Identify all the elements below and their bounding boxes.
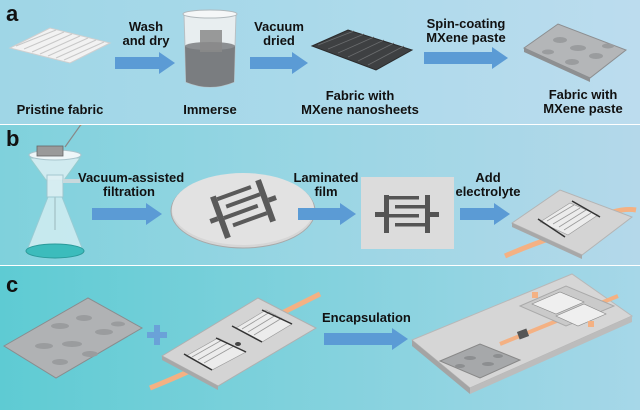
panel-c-illustrations <box>3 273 634 394</box>
caption-line: Fabric with <box>548 87 618 102</box>
arrow-label-line: and dry <box>122 33 170 48</box>
mxene-paste-fabric-icon <box>3 297 144 379</box>
panel-label-b: b <box>6 126 20 151</box>
arrow-label-line: dried <box>263 33 295 48</box>
caption-immerse: Immerse <box>183 102 237 117</box>
arrow-vacuum-filtration <box>92 203 162 225</box>
arrow-label-line: Vacuum-assisted <box>78 170 185 185</box>
arrow-add-electrolyte <box>460 203 510 225</box>
dual-supercapacitor-device-icon <box>149 291 322 391</box>
arrow-label-add-electrolyte: Add electrolyte <box>454 171 522 199</box>
caption-line: MXene nanosheets <box>301 102 419 117</box>
arrow-label-line: electrolyte <box>455 184 521 199</box>
arrow-label-line: MXene paste <box>426 30 506 45</box>
laminated-film-icon <box>361 177 454 249</box>
arrow-label-wash-and-dry: Wash and dry <box>118 20 174 48</box>
plus-icon <box>147 325 167 345</box>
encapsulated-integrated-device-icon <box>411 273 634 394</box>
pristine-fabric-icon <box>8 27 112 64</box>
panel-b: b <box>0 125 640 265</box>
arrow-label-line: Laminated <box>293 170 359 185</box>
arrow-laminated-film <box>298 203 356 225</box>
supercapacitor-device-icon <box>503 189 637 259</box>
arrow-label-vacuum-dried: Vacuum dried <box>250 20 308 48</box>
beaker-icon <box>182 9 238 88</box>
filter-membrane-icon <box>170 173 316 249</box>
arrow-label-line: Vacuum <box>254 19 304 34</box>
panel-a: a <box>0 0 640 124</box>
arrow-label-vacuum-assisted-filtration: Vacuum-assisted filtration <box>78 170 185 199</box>
filtration-flask-icon <box>25 125 85 259</box>
arrow-label-line: Add <box>475 170 501 185</box>
caption-fabric-with-mxene-paste: Fabric with MXene paste <box>538 88 628 116</box>
arrow-label-line: Wash <box>128 19 164 34</box>
mxene-paste-fabric-icon <box>522 23 628 82</box>
panel-label-c: c <box>6 272 19 297</box>
caption-fabric-with-mxene-nanosheets: Fabric with MXene nanosheets <box>300 89 420 117</box>
arrow-label-laminated-film: Laminated film <box>286 171 366 199</box>
panel-a-illustrations <box>8 9 628 88</box>
caption-line: Fabric with <box>325 88 395 103</box>
panel-b-illustrations <box>25 125 637 259</box>
caption-line: MXene paste <box>543 101 623 116</box>
arrow-spin-coating <box>424 47 508 69</box>
arrow-label-spin-coating: Spin-coating MXene paste <box>420 17 512 45</box>
arrow-label-line: Spin-coating <box>426 16 506 31</box>
arrow-encapsulation <box>324 328 408 350</box>
panel-label-a: a <box>6 1 19 26</box>
arrow-label-line: film <box>314 184 338 199</box>
arrow-wash-and-dry <box>115 52 175 74</box>
arrow-label-encapsulation: Encapsulation <box>322 310 411 325</box>
mxene-fabric-icon <box>310 29 414 71</box>
panel-c: c <box>0 266 640 410</box>
caption-pristine-fabric: Pristine fabric <box>16 102 104 117</box>
arrow-vacuum-dried <box>250 52 308 74</box>
arrow-label-line: filtration <box>103 184 155 199</box>
